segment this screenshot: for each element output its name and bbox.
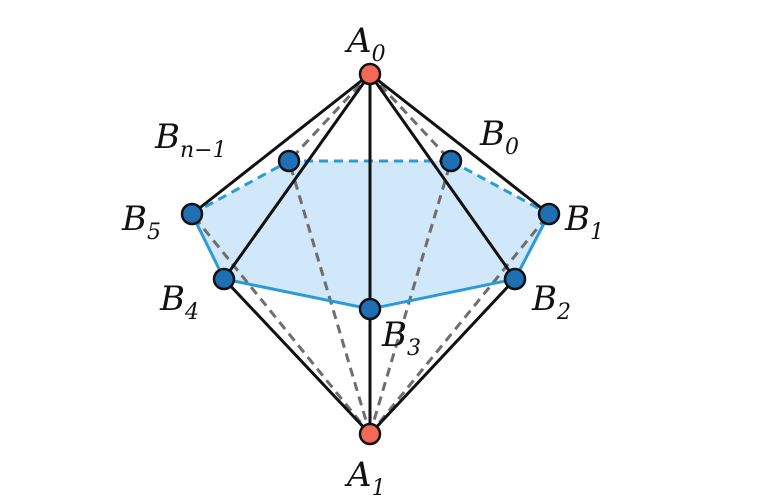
vertex-bn1 [277,149,301,173]
edge-a1-b0 [368,160,453,435]
edge-a0-b2 [368,72,517,281]
label-b2: B2 [531,279,571,325]
label-b4: B4 [159,279,199,325]
label-bn1: Bn−1 [154,117,227,163]
visible-edges [190,72,551,436]
vertex-b4 [212,267,236,291]
edge-a1-b2 [368,277,517,436]
label-b3: B3 [381,315,421,361]
edge-a0-bn1 [287,72,372,163]
edge-a0-b4 [222,72,372,281]
label-b1: B1 [564,199,604,245]
edge-a0-b1 [368,72,551,216]
vertex-b2 [503,267,527,291]
vertex-b3 [358,297,382,321]
vertex-b0 [439,149,463,173]
label-b5: B5 [121,199,161,245]
edge-b0-b1 [450,159,550,216]
edge-a0-b5 [190,72,372,216]
label-b0: B0 [479,114,519,160]
edge-a1-bn1 [287,160,372,435]
label-a1: A1 [344,455,386,500]
vertices [180,62,561,446]
label-a0: A0 [344,21,386,67]
vertex-a0 [358,62,382,86]
hidden-edges [190,72,551,435]
vertex-a1 [358,422,382,446]
vertex-b5 [180,202,204,226]
edge-a0-b0 [368,72,453,163]
edge-a1-b1 [368,213,551,435]
edge-b5-bn1 [191,159,290,216]
edge-a1-b5 [190,213,372,435]
edge-a1-b4 [222,277,372,436]
vertex-b1 [537,202,561,226]
